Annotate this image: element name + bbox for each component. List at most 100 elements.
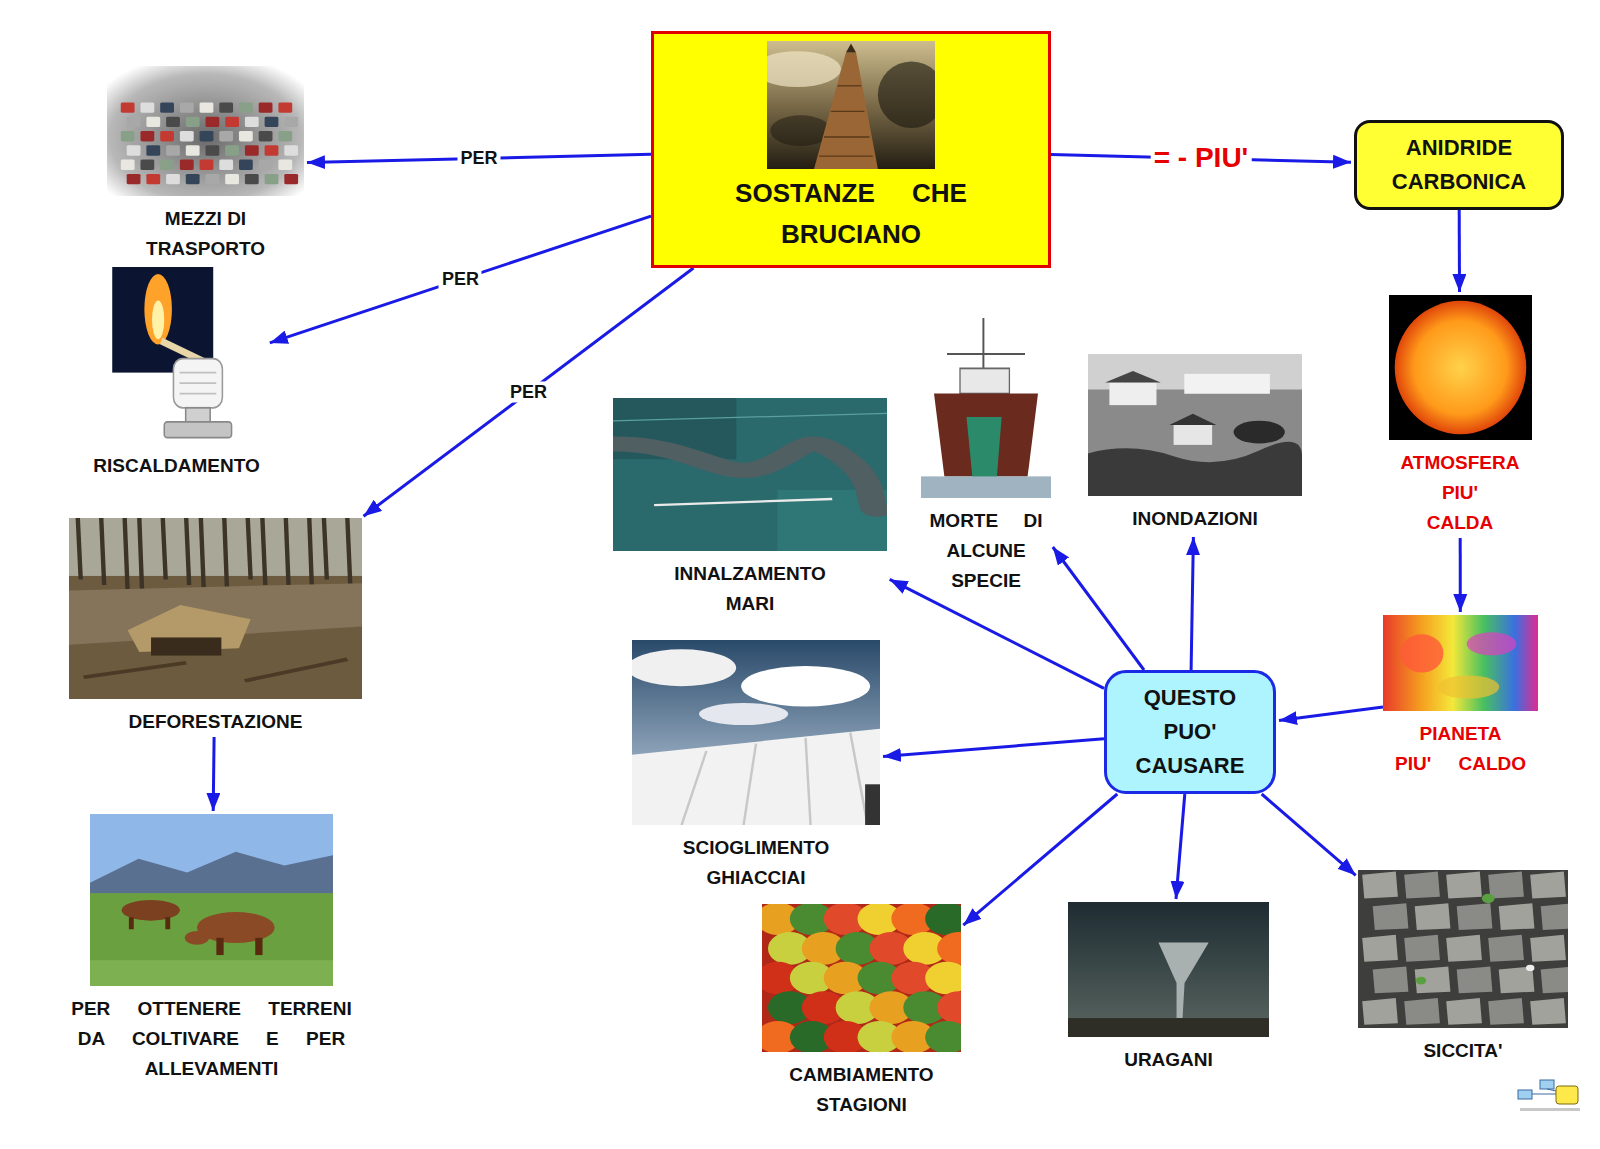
illustration-part [1389,295,1532,440]
illustration-part [186,518,189,585]
illustration-part [846,44,856,53]
picture-node: MORTE DI ALCUNE SPECIE [921,318,1051,596]
illustration-part [219,160,233,170]
illustration-part [1400,634,1443,672]
connector-arrow [212,737,216,811]
illustration-part [921,318,1051,498]
illustration-part [1526,965,1534,971]
illustration-part [865,784,880,825]
box-label: ANIDRIDE CARBONICA [1369,131,1549,199]
illustration-part [166,174,180,184]
illustration-part [121,131,135,141]
illustration-part [1169,414,1216,425]
illustration [632,640,880,825]
illustration-part [245,145,259,155]
edge-label: PER [507,382,550,403]
main-concept-box: SOSTANZE CHE BRUCIANO [651,31,1051,268]
illustration-part [960,368,1009,393]
illustration-part [1541,966,1568,993]
logo-face [1556,1086,1578,1104]
illustration-part [140,102,154,112]
illustration-part [180,382,217,384]
illustration-part [225,117,239,127]
node-caption: MORTE DI ALCUNE SPECIE [924,506,1049,596]
illustration-part [1362,872,1398,899]
illustration-part [129,917,134,929]
illustration-part [146,174,160,184]
illustration-part [201,518,204,590]
edge-label: = - PIU' [1151,142,1252,174]
illustration [762,904,961,1052]
node-caption: PER OTTENERE TERRENI DA COLTIVARE E PER … [62,994,362,1084]
illustration-part [265,174,279,184]
illustration-part [225,145,239,155]
illustration-part [1088,354,1302,496]
illustration-part [1394,301,1526,434]
illustration-part [173,359,222,408]
picture-node: PER OTTENERE TERRENI DA COLTIVARE E PER … [51,814,372,1084]
illustration-part [613,398,887,551]
illustration-part [180,160,194,170]
illustration-part [1457,903,1493,930]
illustration-part [613,413,887,421]
illustration-part [1415,903,1451,930]
illustration [767,41,935,169]
concept-box: ANIDRIDE CARBONICA [1354,120,1564,210]
illustration-part [1088,354,1302,496]
illustration-part [146,145,160,155]
connector-arrow [270,216,651,343]
illustration-part [121,160,135,170]
illustration-part [1158,943,1208,1019]
illustration-part [767,51,841,87]
illustration-part [1488,935,1524,962]
illustration-part [1530,872,1566,899]
illustration-part [224,518,227,596]
illustration-part [632,729,880,825]
illustration-part [1383,615,1538,711]
illustration-part [1467,632,1517,655]
illustration-part [225,174,239,184]
logo-line [1532,1094,1556,1095]
illustration-part [107,66,304,196]
illustration-part [937,991,961,1024]
illustration-part [947,353,1025,355]
illustration-part [1358,870,1568,1028]
node-caption: MEZZI DI TRASPORTO [126,204,286,264]
node-caption: SICCITA' [1363,1036,1563,1066]
node-caption: RISCALDAMENTO [86,451,267,481]
node-caption: INONDAZIONI [1095,504,1295,534]
illustration-part [1488,872,1524,899]
illustration-part [259,160,273,170]
illustration [1068,902,1269,1037]
illustration-part [1446,935,1482,962]
illustration-part [245,117,259,127]
illustration-part [144,274,172,344]
illustration-part [967,417,1002,484]
picture-node: RISCALDAMENTO [86,267,267,481]
picture-node: DEFORESTAZIONE [69,518,362,737]
illustration-part [90,814,333,986]
illustration-part [278,160,292,170]
edge-label: PER [457,148,500,169]
picture-node: ATMOSFERA PIU' CALDA [1372,295,1548,538]
illustration-part [262,518,265,585]
illustration-part [160,160,174,170]
illustration-part [186,174,200,184]
illustration-part [284,145,298,155]
illustration-part [239,131,253,141]
picture-node: PIANETA PIU' CALDO [1383,615,1538,779]
illustration-part [654,499,832,505]
illustration-part [850,733,867,826]
illustration-part [921,476,1051,498]
picture-node: CAMBIAMENTO STAGIONI [762,904,961,1120]
illustration-part [1404,935,1440,962]
box-label: QUESTO PUO' CAUSARE [1131,681,1249,783]
illustration-part [1105,371,1161,382]
illustration [613,398,887,551]
illustration-part [1383,615,1538,711]
illustration-part [819,156,873,157]
illustration-part [921,318,1051,498]
illustration-part [69,518,362,699]
illustration-part [219,102,233,112]
